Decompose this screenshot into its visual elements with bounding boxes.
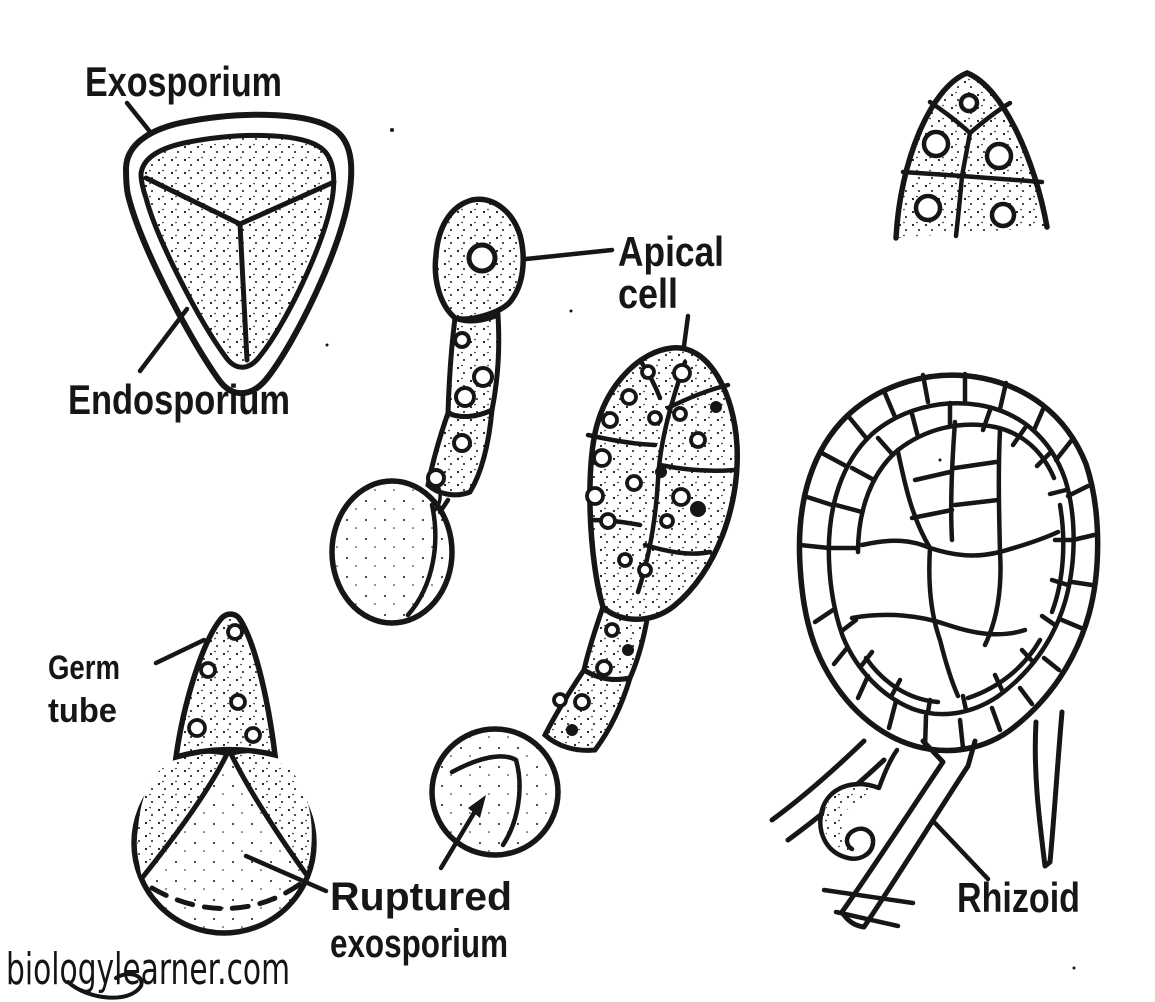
- ruptured-exosporium-label-line2: exosporium: [330, 922, 508, 966]
- apical-cell-leader-2: [681, 313, 691, 349]
- germ-tube-leader: [153, 637, 207, 666]
- exosporium-label: Exosporium: [85, 58, 282, 105]
- scan-specks: [325, 128, 1076, 970]
- inner-dashed-rim: [149, 881, 303, 911]
- filament-nuclei: [426, 331, 494, 488]
- spore-remnant-hook: [818, 747, 900, 861]
- lens-left-stipple: [137, 753, 226, 878]
- leader-lines: [124, 100, 991, 894]
- apex-nuclei: [913, 92, 1017, 229]
- rhizoid-tube-2: [839, 738, 978, 930]
- watermark-swoosh: [66, 972, 144, 1000]
- germ-tube-nuclei: [187, 623, 262, 744]
- arrowhead: [468, 795, 486, 818]
- lens-right-stipple: [232, 753, 312, 874]
- trilete-mark: [143, 175, 337, 363]
- endosporium-leader: [137, 306, 190, 374]
- exosporium-leader: [124, 100, 154, 136]
- tetrad-spore-figure: [122, 111, 355, 397]
- cellular-body-figure: [769, 371, 1101, 930]
- spore-remnant-hook-fill: [823, 786, 877, 854]
- germ-tube-label-line2: tube: [48, 692, 117, 730]
- germ-tube-spore-figure: [131, 611, 317, 936]
- early-filament-figure: [329, 196, 526, 626]
- germ-tube-label-line1: Germ: [48, 649, 120, 687]
- body-nuclei: [552, 363, 707, 711]
- watermark: biologylearner.com: [6, 944, 290, 1000]
- apical-cell-label-line1: Apical: [618, 228, 724, 275]
- thallus-ring-1: [826, 401, 1076, 717]
- thallus-central-walls: [849, 419, 1061, 699]
- ruptured-flap-right: [229, 753, 309, 877]
- rhizoid-label: Rhizoid: [957, 874, 1080, 921]
- apex-cell-walls: [900, 99, 1045, 239]
- apical-cell-nucleus: [466, 242, 498, 274]
- arrow-to-spore: [438, 800, 483, 871]
- ruptured-wall-fold: [449, 754, 522, 848]
- thallus-ring-2: [855, 422, 1066, 705]
- apical-cell-leader: [523, 247, 615, 262]
- ruptured-flap-left: [139, 753, 229, 881]
- rhizoid-strands: [821, 887, 916, 929]
- endosporium-label: Endosporium: [68, 376, 290, 423]
- thallus-outline: [796, 372, 1101, 754]
- endosporium-outline: [138, 132, 337, 370]
- spore-inner-fold: [405, 497, 451, 618]
- thallus-inner-spokes: [826, 400, 1075, 715]
- late-filament-figure: [429, 345, 740, 871]
- body-nuclei-dark: [566, 401, 722, 736]
- watermark-text: biologylearner.com: [6, 944, 290, 995]
- thallus-outer-spokes: [797, 371, 1097, 751]
- ruptured-spore-body: [429, 726, 561, 858]
- rhizoid-tube-3: [1032, 709, 1065, 869]
- rhizoid-leader: [932, 820, 991, 882]
- apical-cell-label-line2: cell: [618, 270, 678, 317]
- shoot-apex-figure: [893, 70, 1050, 241]
- ruptured-exosporium-leader: [243, 853, 329, 894]
- empty-spore-body: [329, 478, 455, 626]
- chain-cell-2: [541, 666, 634, 753]
- nucleus-tail: [433, 484, 442, 512]
- ruptured-exosporium-label-line1: Ruptured: [330, 875, 512, 919]
